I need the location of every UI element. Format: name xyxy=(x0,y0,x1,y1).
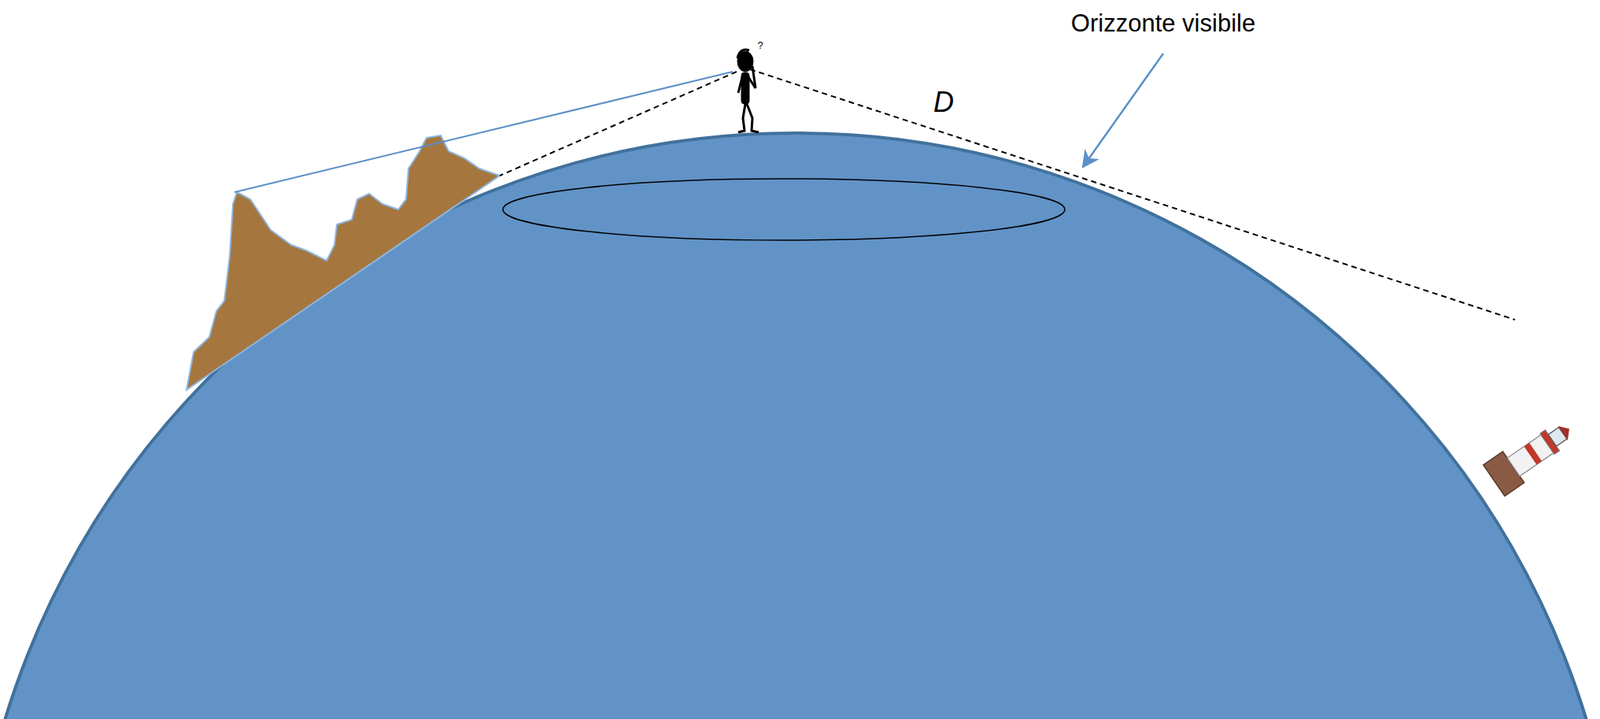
horizon-circle xyxy=(502,178,1065,241)
sight-line xyxy=(234,71,733,193)
tangent-line xyxy=(499,71,737,176)
earth xyxy=(0,133,1600,719)
question-mark: ? xyxy=(757,40,763,52)
lighthouse xyxy=(1483,413,1581,496)
distance-label: D xyxy=(933,86,954,119)
leader-arrow xyxy=(1082,53,1164,167)
mountain xyxy=(186,135,500,390)
observer xyxy=(737,49,759,133)
tangent-line xyxy=(750,69,1516,320)
callout-label: Orizzonte visibile xyxy=(1071,10,1256,37)
